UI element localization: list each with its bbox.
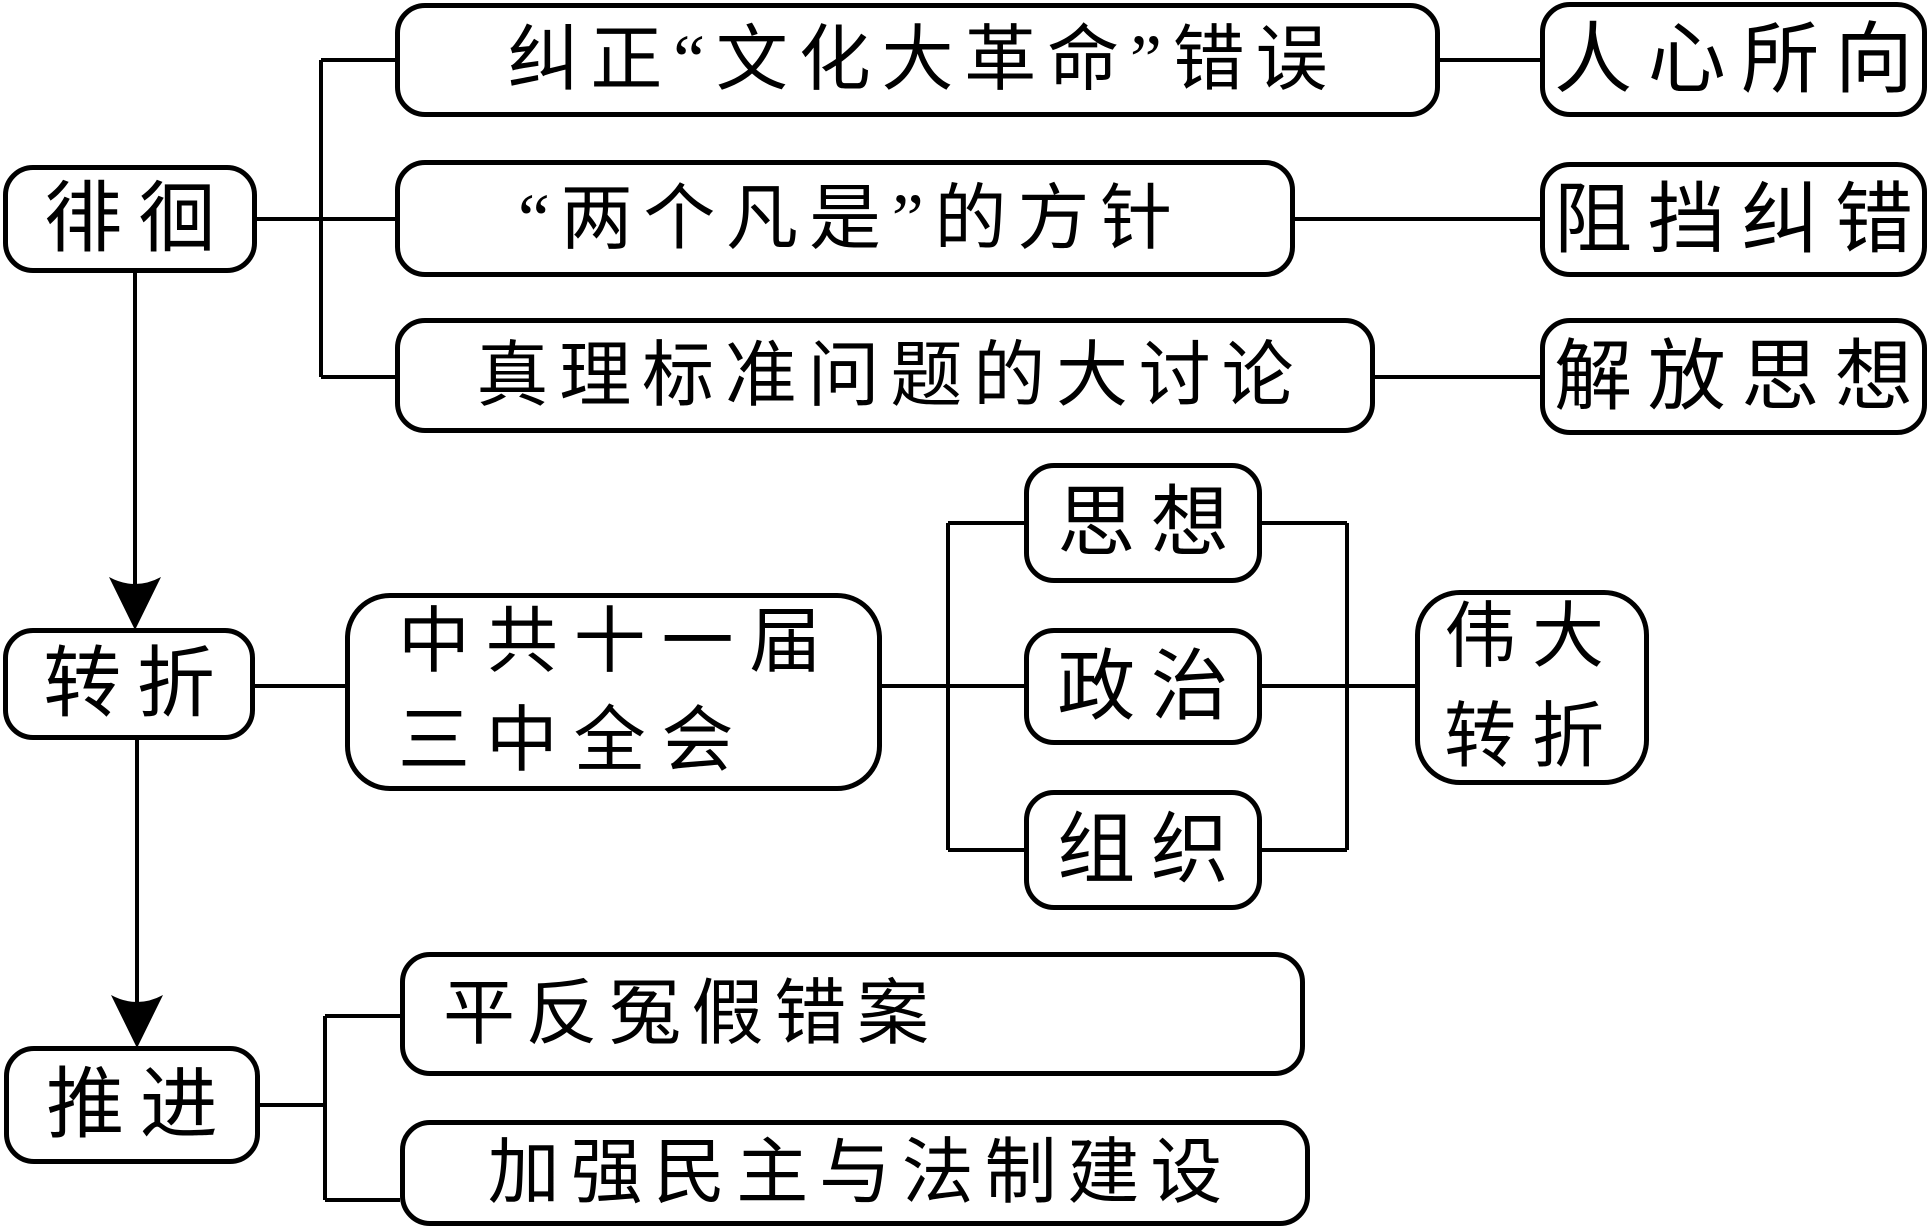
- truth-criterion-discussion-box: 真理标准问题的大讨论: [395, 318, 1375, 433]
- correct-cr-errors-label: 纠正“文化大革命”错误: [507, 20, 1339, 100]
- organization-label: 组织: [1057, 806, 1245, 893]
- great-turning-point-label: 伟大 转折: [1444, 597, 1620, 777]
- politics-box: 政治: [1024, 628, 1262, 745]
- truth-criterion-discussion-label: 真理标准问题的大讨论: [476, 335, 1305, 416]
- two-whatevers-label: “两个凡是”的方针: [517, 178, 1183, 259]
- third-plenum-box: 中共十一届 三中全会: [345, 593, 882, 791]
- stage-advance-label: 推进: [46, 1061, 234, 1148]
- stage-wander-box: 徘徊: [3, 165, 257, 273]
- stage-advance-box: 推进: [4, 1046, 260, 1164]
- democracy-legal-label: 加强民主与法制建设: [487, 1133, 1233, 1213]
- block-correction-label: 阻挡纠错: [1554, 175, 1929, 263]
- two-whatevers-box: “两个凡是”的方针: [395, 160, 1295, 277]
- redress-cases-label: 平反冤假错案: [443, 974, 940, 1054]
- down-arrow-icon: [109, 577, 161, 630]
- democracy-legal-box: 加强民主与法制建设: [400, 1120, 1310, 1226]
- popular-will-box: 人心所向: [1540, 2, 1927, 117]
- politics-label: 政治: [1057, 642, 1245, 730]
- third-plenum-label: 中共十一届 三中全会: [398, 601, 838, 781]
- great-turning-point-box: 伟大 转折: [1415, 590, 1649, 785]
- popular-will-label: 人心所向: [1554, 15, 1929, 103]
- emancipate-mind-box: 解放思想: [1540, 318, 1927, 435]
- stage-wander-label: 徘徊: [44, 175, 232, 262]
- stage-turn-label: 转折: [43, 640, 231, 727]
- ideology-label: 思想: [1057, 479, 1245, 566]
- block-correction-box: 阻挡纠错: [1540, 162, 1927, 277]
- stage-turn-box: 转折: [3, 628, 255, 740]
- ideology-box: 思想: [1024, 463, 1262, 583]
- down-arrow-icon: [111, 995, 163, 1048]
- emancipate-mind-label: 解放思想: [1554, 332, 1929, 420]
- redress-cases-box: 平反冤假错案: [400, 952, 1305, 1076]
- organization-box: 组织: [1024, 790, 1262, 910]
- correct-cr-errors-box: 纠正“文化大革命”错误: [395, 3, 1440, 117]
